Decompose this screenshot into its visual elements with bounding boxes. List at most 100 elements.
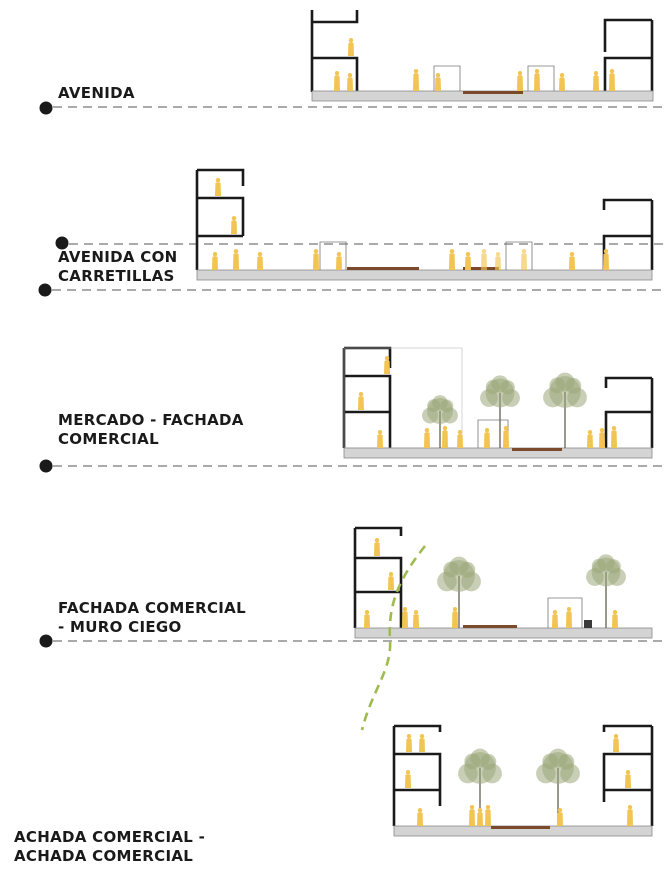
building-section (603, 18, 654, 92)
person-body (603, 253, 609, 270)
label-line: AVENIDA CON (58, 248, 178, 266)
ground-slab (343, 447, 653, 459)
building-section (604, 376, 654, 448)
person-body (593, 75, 599, 91)
person-head (569, 252, 575, 257)
person-body (495, 256, 501, 270)
person-body (334, 75, 340, 91)
person-body (215, 182, 221, 196)
person-head (517, 71, 523, 76)
person-figure (215, 178, 221, 196)
planter-bench (463, 625, 517, 628)
section-marker-dot (38, 283, 52, 297)
person-figure (212, 252, 218, 270)
section-marker-dot (39, 634, 53, 648)
person-figure (419, 734, 425, 752)
person-body (374, 542, 380, 556)
green-path-line (360, 545, 427, 731)
tree-canopy (542, 753, 559, 770)
person-head (348, 38, 354, 43)
tree-canopy (485, 379, 501, 395)
person-head (503, 426, 509, 431)
person-figure (495, 252, 501, 270)
person-figure (358, 392, 364, 410)
person-figure (364, 610, 370, 628)
person-head (484, 428, 490, 433)
person-head (402, 607, 408, 612)
planter-bench (491, 826, 550, 829)
tree-figure (422, 395, 458, 448)
person-head (603, 249, 609, 254)
label-line: - MURO CIEGO (58, 618, 182, 636)
person-body (465, 256, 471, 270)
person-head (534, 69, 540, 74)
person-figure (613, 734, 619, 752)
person-head (405, 770, 411, 775)
person-head (593, 71, 599, 76)
person-figure (469, 805, 475, 826)
person-head (625, 770, 631, 775)
person-body (402, 611, 408, 628)
person-figure (559, 73, 565, 91)
person-head (477, 808, 483, 813)
person-figure (484, 428, 490, 448)
person-body (613, 738, 619, 752)
person-head (566, 607, 572, 612)
person-body (413, 73, 419, 91)
person-figure (457, 430, 463, 448)
person-body (417, 812, 423, 826)
person-body (231, 220, 237, 234)
canopy-frame (527, 65, 555, 91)
person-figure (347, 73, 353, 91)
person-figure (257, 252, 263, 270)
section-label-achada-comercial: ACHADA COMERCIAL - ACHADA COMERCIAL (14, 828, 205, 866)
canopy-frame (505, 241, 533, 270)
person-head (627, 805, 633, 810)
person-figure (485, 805, 491, 826)
person-body (442, 430, 448, 448)
person-head (417, 808, 423, 813)
person-body (457, 434, 463, 448)
tree-canopy (464, 753, 481, 770)
person-head (231, 216, 237, 221)
person-figure (503, 426, 509, 448)
person-head (612, 610, 618, 615)
person-head (313, 249, 319, 254)
person-head (413, 69, 419, 74)
person-body (424, 432, 430, 448)
person-head (364, 610, 370, 615)
person-head (424, 428, 430, 433)
person-body (534, 73, 540, 91)
tree-canopy (427, 399, 441, 413)
person-figure (413, 69, 419, 91)
tree-canopy (443, 561, 460, 578)
label-line: COMERCIAL (58, 430, 159, 448)
person-head (413, 610, 419, 615)
building-section (310, 10, 359, 92)
tree-canopy (606, 559, 621, 574)
person-head (469, 805, 475, 810)
tree-canopy (558, 753, 575, 770)
person-head (388, 572, 394, 577)
person-body (388, 576, 394, 590)
person-figure (611, 426, 617, 448)
person-figure (465, 252, 471, 270)
section-label-fachada-muro: FACHADA COMERCIAL - MURO CIEGO (58, 599, 246, 637)
section-marker-dot (39, 459, 53, 473)
person-body (449, 253, 455, 270)
person-figure (534, 69, 540, 91)
tree-canopy (500, 380, 515, 395)
person-head (377, 430, 383, 435)
person-body (503, 430, 509, 448)
person-body (435, 77, 441, 91)
person-body (485, 809, 491, 826)
person-figure (374, 538, 380, 556)
person-body (358, 396, 364, 410)
person-figure (233, 249, 239, 270)
person-body (406, 738, 412, 752)
person-body (347, 77, 353, 91)
person-figure (603, 249, 609, 270)
person-figure (384, 356, 390, 374)
ground-slab (354, 627, 653, 639)
